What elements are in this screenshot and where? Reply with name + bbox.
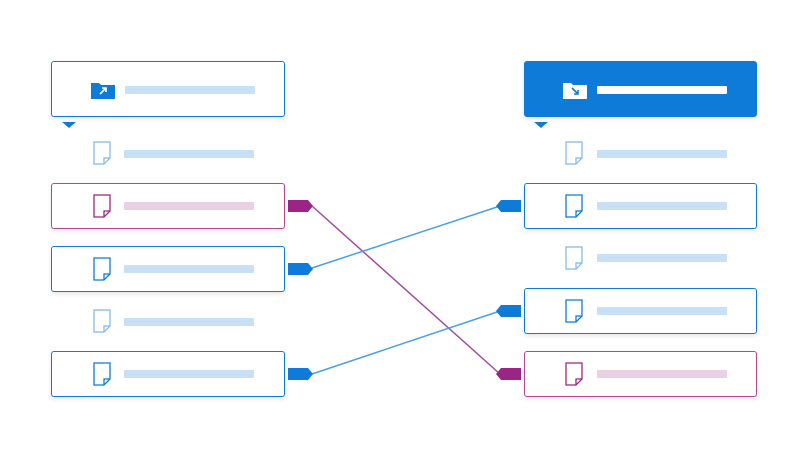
right-item-4[interactable] bbox=[524, 288, 757, 334]
collapse-caret-left[interactable] bbox=[62, 122, 76, 128]
right-item-5[interactable] bbox=[524, 351, 757, 397]
folder-export-icon bbox=[91, 83, 115, 99]
right-item-4-label bbox=[597, 307, 727, 315]
left-item-3[interactable] bbox=[51, 246, 285, 292]
left-item-2[interactable] bbox=[51, 183, 285, 229]
link-left5-right4 bbox=[311, 310, 501, 375]
connector-tab-right-2[interactable] bbox=[496, 200, 521, 212]
document-icon bbox=[93, 257, 111, 281]
link-left3-right2 bbox=[311, 205, 501, 269]
left-item-3-label bbox=[124, 265, 254, 273]
right-item-3-label bbox=[597, 254, 727, 262]
document-icon bbox=[93, 309, 111, 333]
right-item-1-label bbox=[597, 150, 727, 158]
document-icon bbox=[565, 141, 583, 165]
folder-import-icon bbox=[563, 83, 587, 99]
right-item-5-label bbox=[597, 370, 727, 378]
right-item-2-label bbox=[597, 202, 727, 210]
connector-tab-left-5[interactable] bbox=[288, 368, 313, 380]
left-item-5[interactable] bbox=[51, 351, 285, 397]
left-root-folder[interactable] bbox=[51, 61, 285, 117]
connector-tab-right-5[interactable] bbox=[496, 368, 521, 380]
document-icon bbox=[93, 194, 111, 218]
collapse-caret-right[interactable] bbox=[534, 122, 548, 128]
left-item-5-label bbox=[124, 370, 254, 378]
document-icon bbox=[565, 194, 583, 218]
left-item-2-label bbox=[124, 202, 254, 210]
connector-tab-left-3[interactable] bbox=[288, 263, 313, 275]
right-root-folder[interactable] bbox=[524, 61, 757, 117]
document-icon bbox=[93, 141, 111, 165]
document-icon bbox=[93, 362, 111, 386]
left-root-label bbox=[125, 86, 255, 94]
right-root-label bbox=[597, 86, 727, 94]
connector-tab-right-4[interactable] bbox=[496, 305, 521, 317]
right-item-2[interactable] bbox=[524, 183, 757, 229]
connector-tab-left-2[interactable] bbox=[288, 200, 313, 212]
document-icon bbox=[565, 362, 583, 386]
document-icon bbox=[565, 246, 583, 270]
left-item-4-label bbox=[124, 318, 254, 326]
document-icon bbox=[565, 299, 583, 323]
link-left2-right5 bbox=[311, 205, 501, 375]
left-item-1-label bbox=[124, 150, 254, 158]
